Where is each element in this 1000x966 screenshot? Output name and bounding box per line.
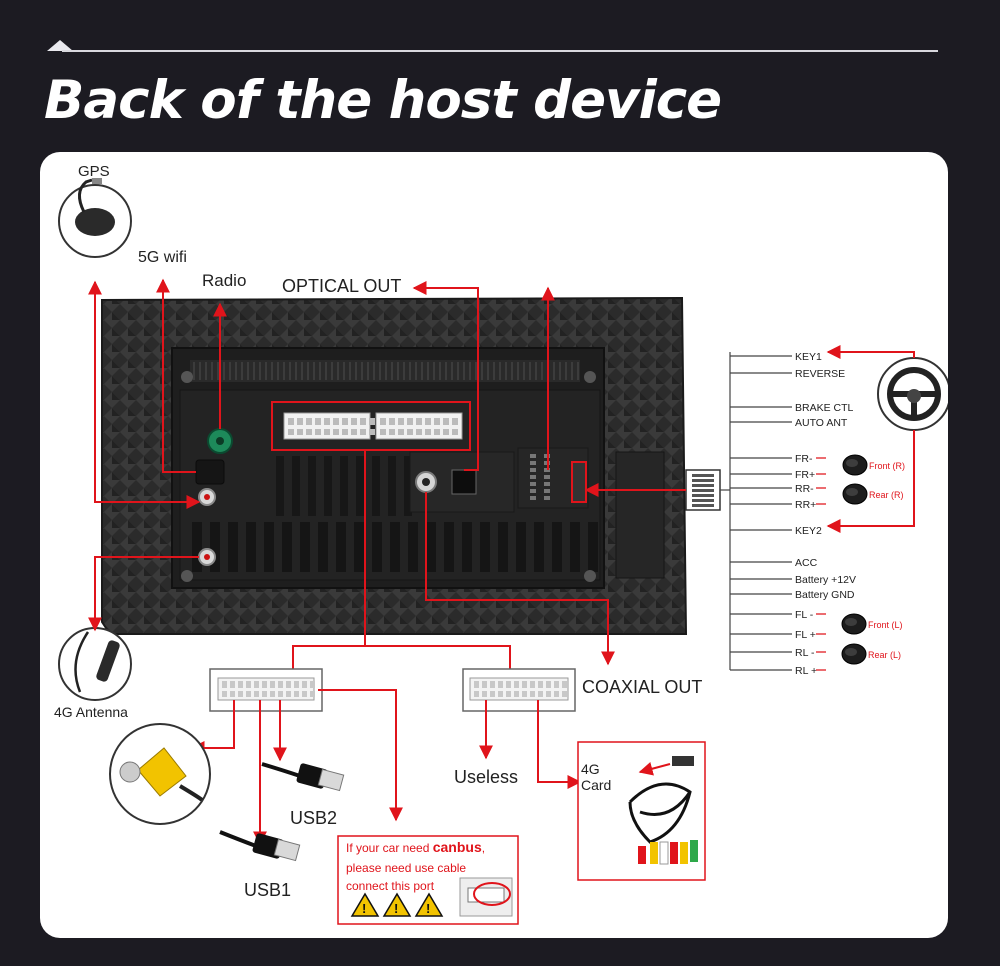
card-4g-cable-image xyxy=(628,756,698,865)
head-unit-back xyxy=(101,296,688,635)
speaker-label: Front (L) xyxy=(868,620,903,630)
coaxial-out-label: COAXIAL OUT xyxy=(582,677,702,697)
usb2-cable-image xyxy=(261,762,345,792)
speaker-label: Rear (L) xyxy=(868,650,901,660)
card-4g-arrow xyxy=(537,700,582,789)
harness-wire-label: AUTO ANT xyxy=(795,417,848,429)
card-4g-label-line1: 4G xyxy=(581,761,600,777)
speaker-label: Rear (R) xyxy=(869,490,904,500)
svg-text:!: ! xyxy=(362,901,366,916)
harness-wire-label: KEY1 xyxy=(795,351,822,363)
svg-text:!: ! xyxy=(394,901,398,916)
harness-wire-label: Battery +12V xyxy=(795,574,856,586)
header-triangle-icon xyxy=(47,40,73,51)
main-connector-frame xyxy=(271,401,471,451)
canbus-note-line3: connect this port xyxy=(346,879,435,893)
wifi-label: 5G wifi xyxy=(138,249,187,266)
warning-icon xyxy=(350,892,380,917)
gps-arrow xyxy=(88,280,201,509)
harness-wire-label: Battery GND xyxy=(795,589,855,601)
usb1-cable-image xyxy=(219,830,301,862)
harness-wire-label: FL - xyxy=(795,609,814,621)
usb2-label: USB2 xyxy=(290,808,337,828)
harness-wire-label: ACC xyxy=(795,557,818,569)
harness-wire-label: BRAKE CTL xyxy=(795,402,854,414)
main-connector-a xyxy=(283,412,371,440)
main-connector-b xyxy=(375,412,463,440)
svg-text:!: ! xyxy=(426,901,430,916)
card-4g-label-line2: Card xyxy=(581,777,611,793)
usb1-label: USB1 xyxy=(244,880,291,900)
header-divider xyxy=(62,50,938,52)
harness-wire-label: RR- xyxy=(795,483,814,495)
harness-wire-label: RL + xyxy=(795,665,817,677)
key1-arrow xyxy=(826,345,915,359)
wifi-port xyxy=(195,459,225,485)
harness-wire-label: FR- xyxy=(795,453,813,465)
warning-icon xyxy=(382,892,412,917)
speaker-label: Front (R) xyxy=(869,461,905,471)
canbus-note-line1: If your car need canbus, xyxy=(346,839,485,855)
optical-arrow xyxy=(412,281,479,471)
page-title: Back of the host device xyxy=(44,70,722,131)
harness-wire-label: RL - xyxy=(795,647,815,659)
harness-wire-label: KEY2 xyxy=(795,525,822,537)
warning-icon xyxy=(414,892,444,917)
optical-port xyxy=(451,469,477,495)
canbus-arrow xyxy=(318,689,403,822)
canbus-note-line2: please need use cable xyxy=(346,861,466,875)
radio-label: Radio xyxy=(202,271,246,290)
key2-arrow xyxy=(826,430,915,533)
gps-label: GPS xyxy=(78,163,110,180)
steering-wheel-image xyxy=(877,357,948,431)
harness-wire-label: REVERSE xyxy=(795,368,845,380)
rca-arrow xyxy=(190,700,235,755)
antenna-4g-image xyxy=(58,627,132,701)
useless-label: Useless xyxy=(454,767,518,787)
diagram-panel: GPS 5G wifi Radio OPTICAL OUT 4G Antenna… xyxy=(40,152,948,938)
coaxial-arrow xyxy=(425,492,615,666)
harness-wire-label: FL + xyxy=(795,629,816,641)
harness-socket xyxy=(571,461,587,503)
harness-wire-label: RR+ xyxy=(795,499,816,511)
optical-out-label: OPTICAL OUT xyxy=(282,276,401,296)
wiring-diagram: GPS 5G wifi Radio OPTICAL OUT 4G Antenna… xyxy=(54,163,948,925)
harness-wire-label: FR+ xyxy=(795,469,815,481)
antenna-4g-arrow xyxy=(88,556,199,632)
connector-split-line xyxy=(292,450,511,672)
antenna-4g-label: 4G Antenna xyxy=(54,704,128,720)
wifi-arrow xyxy=(156,278,196,473)
